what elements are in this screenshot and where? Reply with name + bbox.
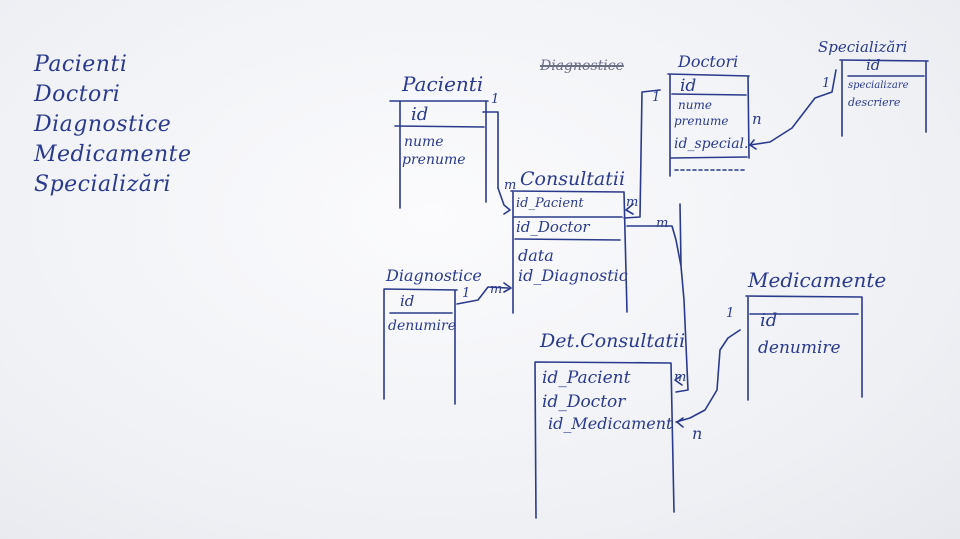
cardinality-label: 1 <box>491 92 500 107</box>
cardinality-label: m <box>656 216 669 231</box>
consultatii-field: id_Diagnostic <box>518 266 628 285</box>
pacienti-field: nume <box>404 134 444 150</box>
entity-list-item: Doctori <box>34 82 121 107</box>
entity-list-item: Pacienti <box>34 52 128 77</box>
doctori-title: Doctori <box>678 52 739 71</box>
cardinality-label: 1 <box>822 76 831 91</box>
cardinality-label: n <box>692 424 703 443</box>
pacienti-title: Pacienti <box>402 72 484 96</box>
specializari-field: descriere <box>848 96 901 109</box>
cardinality-label: m <box>490 282 503 297</box>
doctori-field: id <box>680 76 697 96</box>
diagnostice-field: id <box>400 292 415 310</box>
consultatii-field: data <box>518 246 554 265</box>
medicamente-field: id <box>760 310 778 331</box>
consultatii-field: id_Doctor <box>516 218 590 236</box>
consultatii-title: Consultatii <box>520 168 626 190</box>
diagnostice-field: denumire <box>388 318 457 334</box>
diagnostice-title: Diagnostice <box>386 266 482 285</box>
cardinality-label: 1 <box>726 306 735 321</box>
doctori-field: nume <box>678 98 712 112</box>
medicamente-title: Medicamente <box>748 268 887 292</box>
pacienti-field: prenume <box>402 152 466 168</box>
det-consultatii-title: Det.Consultatii <box>540 330 686 352</box>
cardinality-label: m <box>626 195 639 210</box>
pacienti-field: id <box>411 104 429 125</box>
doctori-field: id_special. <box>674 136 749 152</box>
det-consultatii-field: id_Doctor <box>542 392 626 412</box>
entity-list-item: Diagnostice <box>34 112 172 137</box>
specializari-title: Specializări <box>818 38 908 56</box>
entity-list-item: Specializări <box>34 172 171 197</box>
specializari-field: id <box>866 56 881 74</box>
doctori-field: prenume <box>674 114 729 128</box>
det-consultatii-field: id_Medicament <box>548 414 673 433</box>
cardinality-label: n <box>752 110 762 128</box>
entity-list: Pacienti Doctori Diagnostice Medicamente… <box>34 50 234 200</box>
crossed-out-title: Diagnostice <box>540 58 624 74</box>
cardinality-label: m <box>504 178 517 193</box>
cardinality-label: 1 <box>652 90 661 105</box>
medicamente-field: denumire <box>758 338 841 358</box>
cardinality-label: 1 <box>462 286 471 301</box>
det-consultatii-field: id_Pacient <box>542 368 631 388</box>
cardinality-label: m <box>674 370 687 385</box>
consultatii-field: id_Pacient <box>516 196 584 211</box>
specializari-field: specializare <box>848 80 909 91</box>
entity-list-item: Medicamente <box>34 142 192 167</box>
